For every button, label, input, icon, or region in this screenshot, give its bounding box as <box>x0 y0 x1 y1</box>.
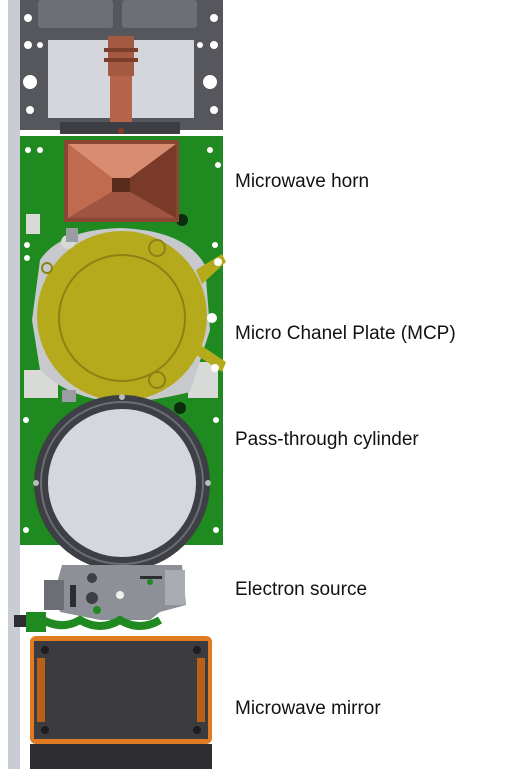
top-mounting-frame <box>20 0 223 134</box>
side-strip <box>8 0 20 769</box>
label-microwave-mirror: Microwave mirror <box>235 698 381 719</box>
mcp-assembly <box>32 228 226 402</box>
label-pass-through-cylinder: Pass-through cylinder <box>235 429 419 450</box>
label-mcp: Micro Chanel Plate (MCP) <box>235 323 456 344</box>
label-microwave-horn: Microwave horn <box>235 171 370 192</box>
electron-source <box>14 565 186 632</box>
microwave-horn <box>64 140 179 222</box>
pass-through-cylinder <box>33 394 211 572</box>
label-electron-source: Electron source <box>235 579 368 600</box>
microwave-mirror <box>30 636 212 769</box>
